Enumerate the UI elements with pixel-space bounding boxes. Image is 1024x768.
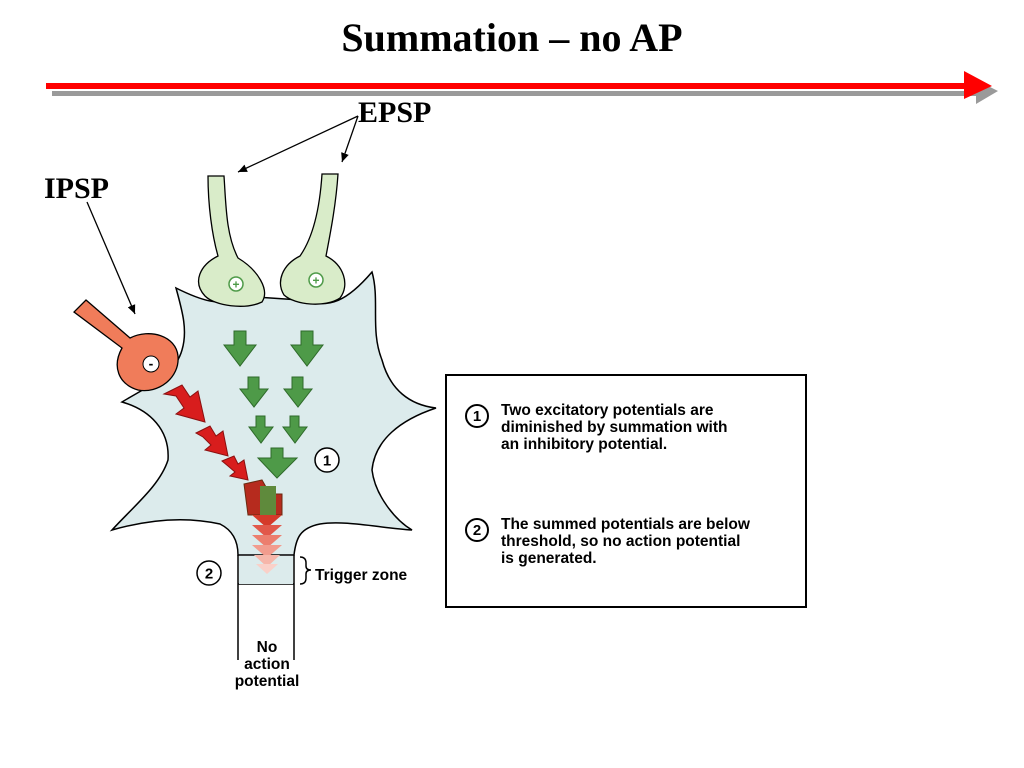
no-action-potential-line: No <box>257 639 278 656</box>
epsp-arrow <box>282 415 308 444</box>
marker-2-text: 2 <box>205 566 213 583</box>
legend-text-1: Two excitatory potentials are diminished… <box>501 402 728 453</box>
trigger-zone-brace <box>299 556 312 585</box>
excitatory-terminal-right <box>279 173 346 305</box>
excitatory-terminal-left <box>198 175 266 307</box>
ipsp-arrow <box>162 384 206 423</box>
legend-number-2: 2 <box>465 518 489 542</box>
epsp-arrow <box>238 376 270 408</box>
timeline-arrow <box>46 71 998 104</box>
plus-sign-right-text: + <box>312 274 319 288</box>
epsp-arrow <box>222 330 258 367</box>
plus-sign-left-text: + <box>232 278 239 292</box>
epsp-arrow <box>256 447 299 479</box>
plus-sign-left: + <box>228 276 244 292</box>
ipsp-arrow <box>194 425 229 457</box>
epsp-arrow <box>248 415 274 444</box>
marker-1: 1 <box>314 447 340 473</box>
ipsp-arrow <box>221 455 249 481</box>
minus-sign: - <box>149 356 154 372</box>
no-action-potential-line: action <box>244 656 290 673</box>
epsp-label: EPSP <box>358 96 432 129</box>
ipsp-label: IPSP <box>44 172 110 205</box>
slide-title: Summation – no AP <box>341 15 683 60</box>
inhibitory-terminal: - <box>73 299 179 392</box>
summed-signal-arrow <box>243 479 283 574</box>
no-action-potential-line: potential <box>235 673 300 690</box>
plus-sign-right: + <box>308 272 324 288</box>
epsp-pointer-left <box>237 115 359 173</box>
trigger-zone-label: Trigger zone <box>315 567 408 584</box>
marker-2: 2 <box>196 560 222 586</box>
marker-1-text: 1 <box>323 453 331 470</box>
legend-item-2: 2 The summed potentials are below thresh… <box>465 516 791 567</box>
legend-number-1: 1 <box>465 404 489 428</box>
epsp-arrow <box>289 330 325 367</box>
legend-item-1: 1 Two excitatory potentials are diminish… <box>465 402 791 453</box>
epsp-pointer-right <box>341 115 359 163</box>
legend-box: 1 Two excitatory potentials are diminish… <box>445 374 807 608</box>
epsp-arrow <box>282 376 314 408</box>
neuron-cell-body <box>109 270 437 556</box>
legend-text-2: The summed potentials are below threshol… <box>501 516 750 567</box>
ipsp-pointer <box>86 201 136 315</box>
